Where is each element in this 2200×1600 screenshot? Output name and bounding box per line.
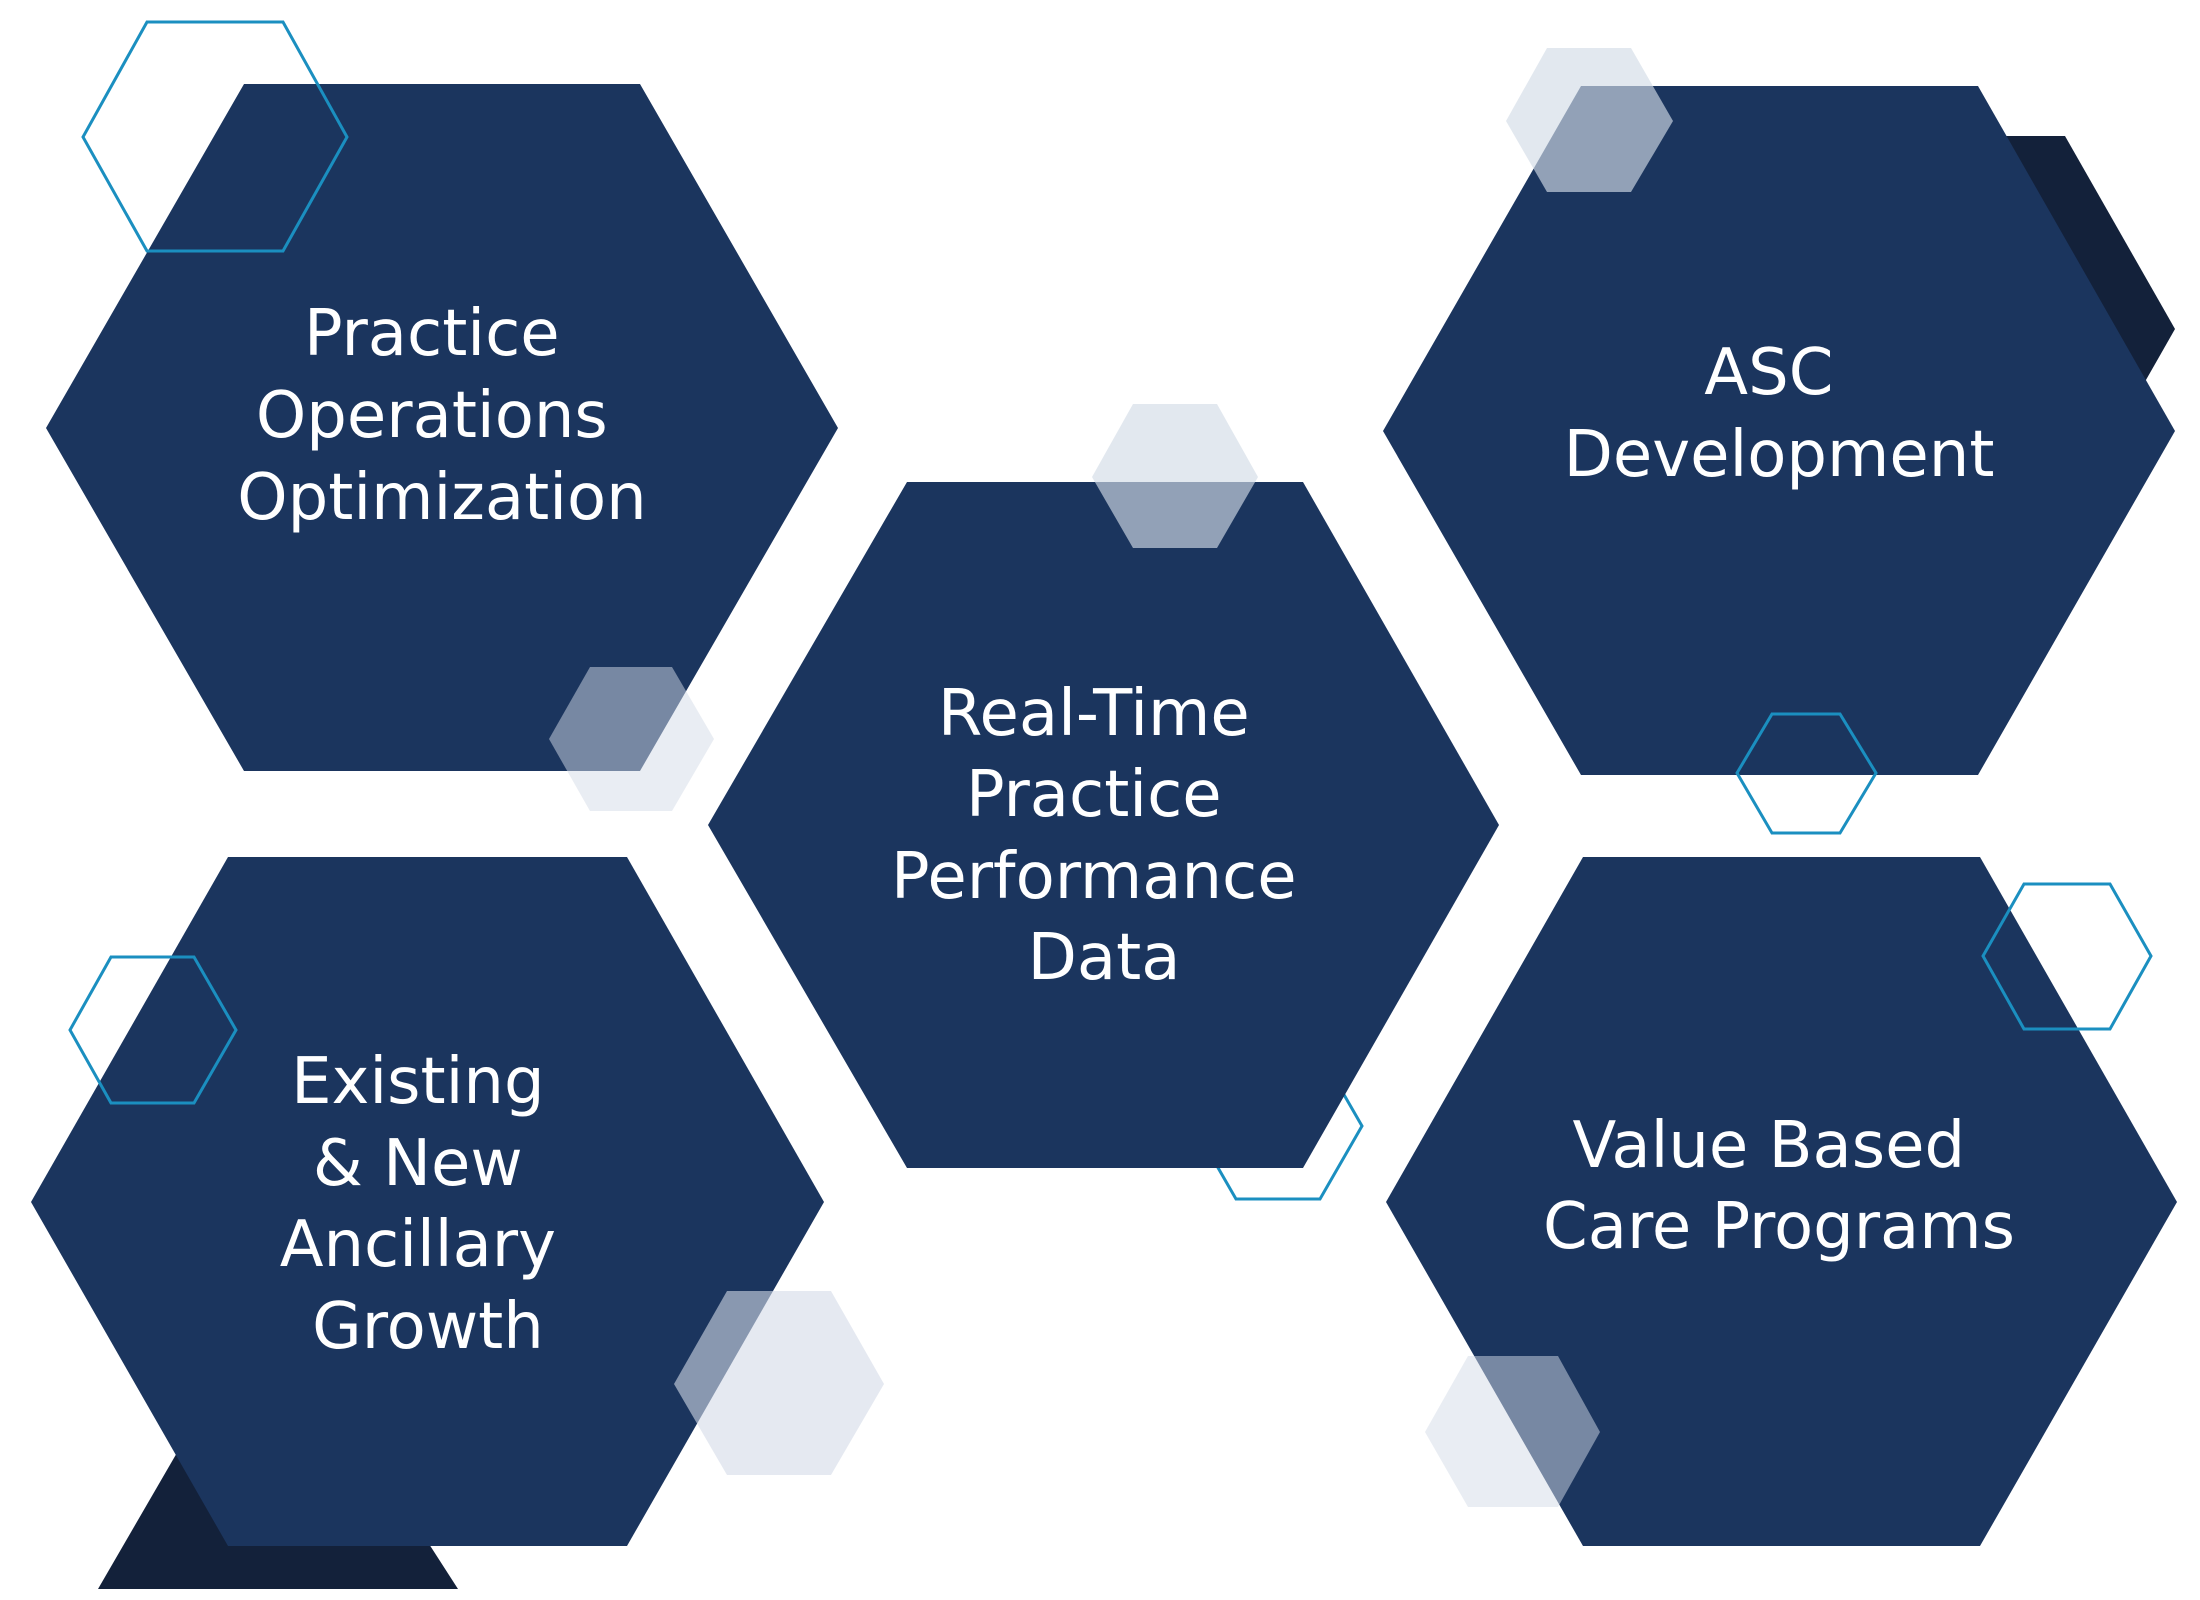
label-real-time-data: Real-Time Practice Performance Data [891,677,1317,995]
label-line: Performance [891,840,1297,914]
pale-hexagon-bottom-middle [674,1291,884,1475]
label-line: ASC [1704,336,1833,410]
label-line: Ancillary [280,1208,556,1282]
label-line: & New [313,1127,523,1201]
label-line: Care Programs [1543,1190,2015,1264]
pale-hexagon-top-right [1506,48,1673,192]
hexagon-ancillary-growth [31,857,824,1546]
hexagon-value-based-care [1386,857,2177,1546]
label-line: Practice [304,297,560,371]
hexagon-practice-operations [46,84,838,771]
outline-hexagon-left-bottom [68,955,238,1105]
label-asc-development: ASC Development [1564,336,1995,492]
label-line: Optimization [237,461,646,535]
pale-hexagon-left-middle [549,667,714,811]
label-line: Data [1028,921,1181,995]
label-line: Value Based [1573,1109,1966,1183]
outline-hexagon-asc-bottom [1735,712,1878,835]
label-line: Growth [312,1290,544,1364]
label-line: Operations [256,379,608,453]
label-line: Practice [966,758,1222,832]
outline-hexagon-top-left [81,20,349,253]
outline-hexagon-right-middle [1981,882,2153,1031]
label-line: Development [1564,418,1995,492]
label-ancillary-growth: Existing & New Ancillary Growth [280,1045,577,1364]
label-practice-operations: Practice Operations Optimization [237,297,646,535]
hexagon-asc-development [1383,86,2175,775]
label-line: Existing [291,1045,545,1119]
label-value-based-care: Value Based Care Programs [1543,1109,2015,1264]
pale-hexagon-bottom-right [1425,1356,1600,1507]
pale-hexagon-center-top [1092,404,1258,548]
label-line: Real-Time [938,677,1250,751]
hexagon-real-time-data [708,482,1499,1168]
